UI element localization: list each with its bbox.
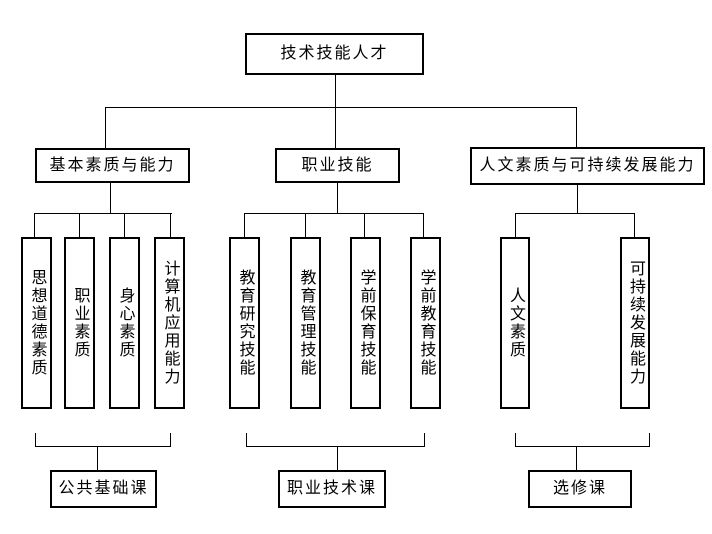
branch-box-basic-quality-ability: 基本素质与能力 (35, 148, 190, 183)
course-box-vocational-technical: 职业技术课 (278, 470, 386, 508)
child-box-professional-quality: 职业素质 (64, 237, 95, 409)
branch-box-vocational-skills: 职业技能 (275, 148, 400, 183)
child-box-sustainable-development-ability: 可持续发展能力 (620, 237, 650, 409)
child-box-computer-application-ability: 计算机应用能力 (154, 237, 185, 409)
child-box-preschool-education-skills: 学前教育技能 (410, 237, 441, 409)
course-box-public-basic: 公共基础课 (50, 470, 157, 508)
root-box: 技术技能人才 (245, 33, 424, 75)
child-box-ideological-moral-quality: 思想道德素质 (21, 237, 52, 409)
child-box-education-research-skills: 教育研究技能 (229, 237, 260, 409)
child-box-preschool-childcare-skills: 学前保育技能 (350, 237, 381, 409)
course-box-elective: 选修课 (528, 470, 632, 508)
child-box-physical-mental-quality: 身心素质 (109, 237, 140, 409)
branch-box-humanistic-sustainable-ability: 人文素质与可持续发展能力 (470, 147, 705, 185)
child-box-education-management-skills: 教育管理技能 (290, 237, 321, 409)
child-box-humanistic-quality: 人文素质 (500, 237, 530, 409)
